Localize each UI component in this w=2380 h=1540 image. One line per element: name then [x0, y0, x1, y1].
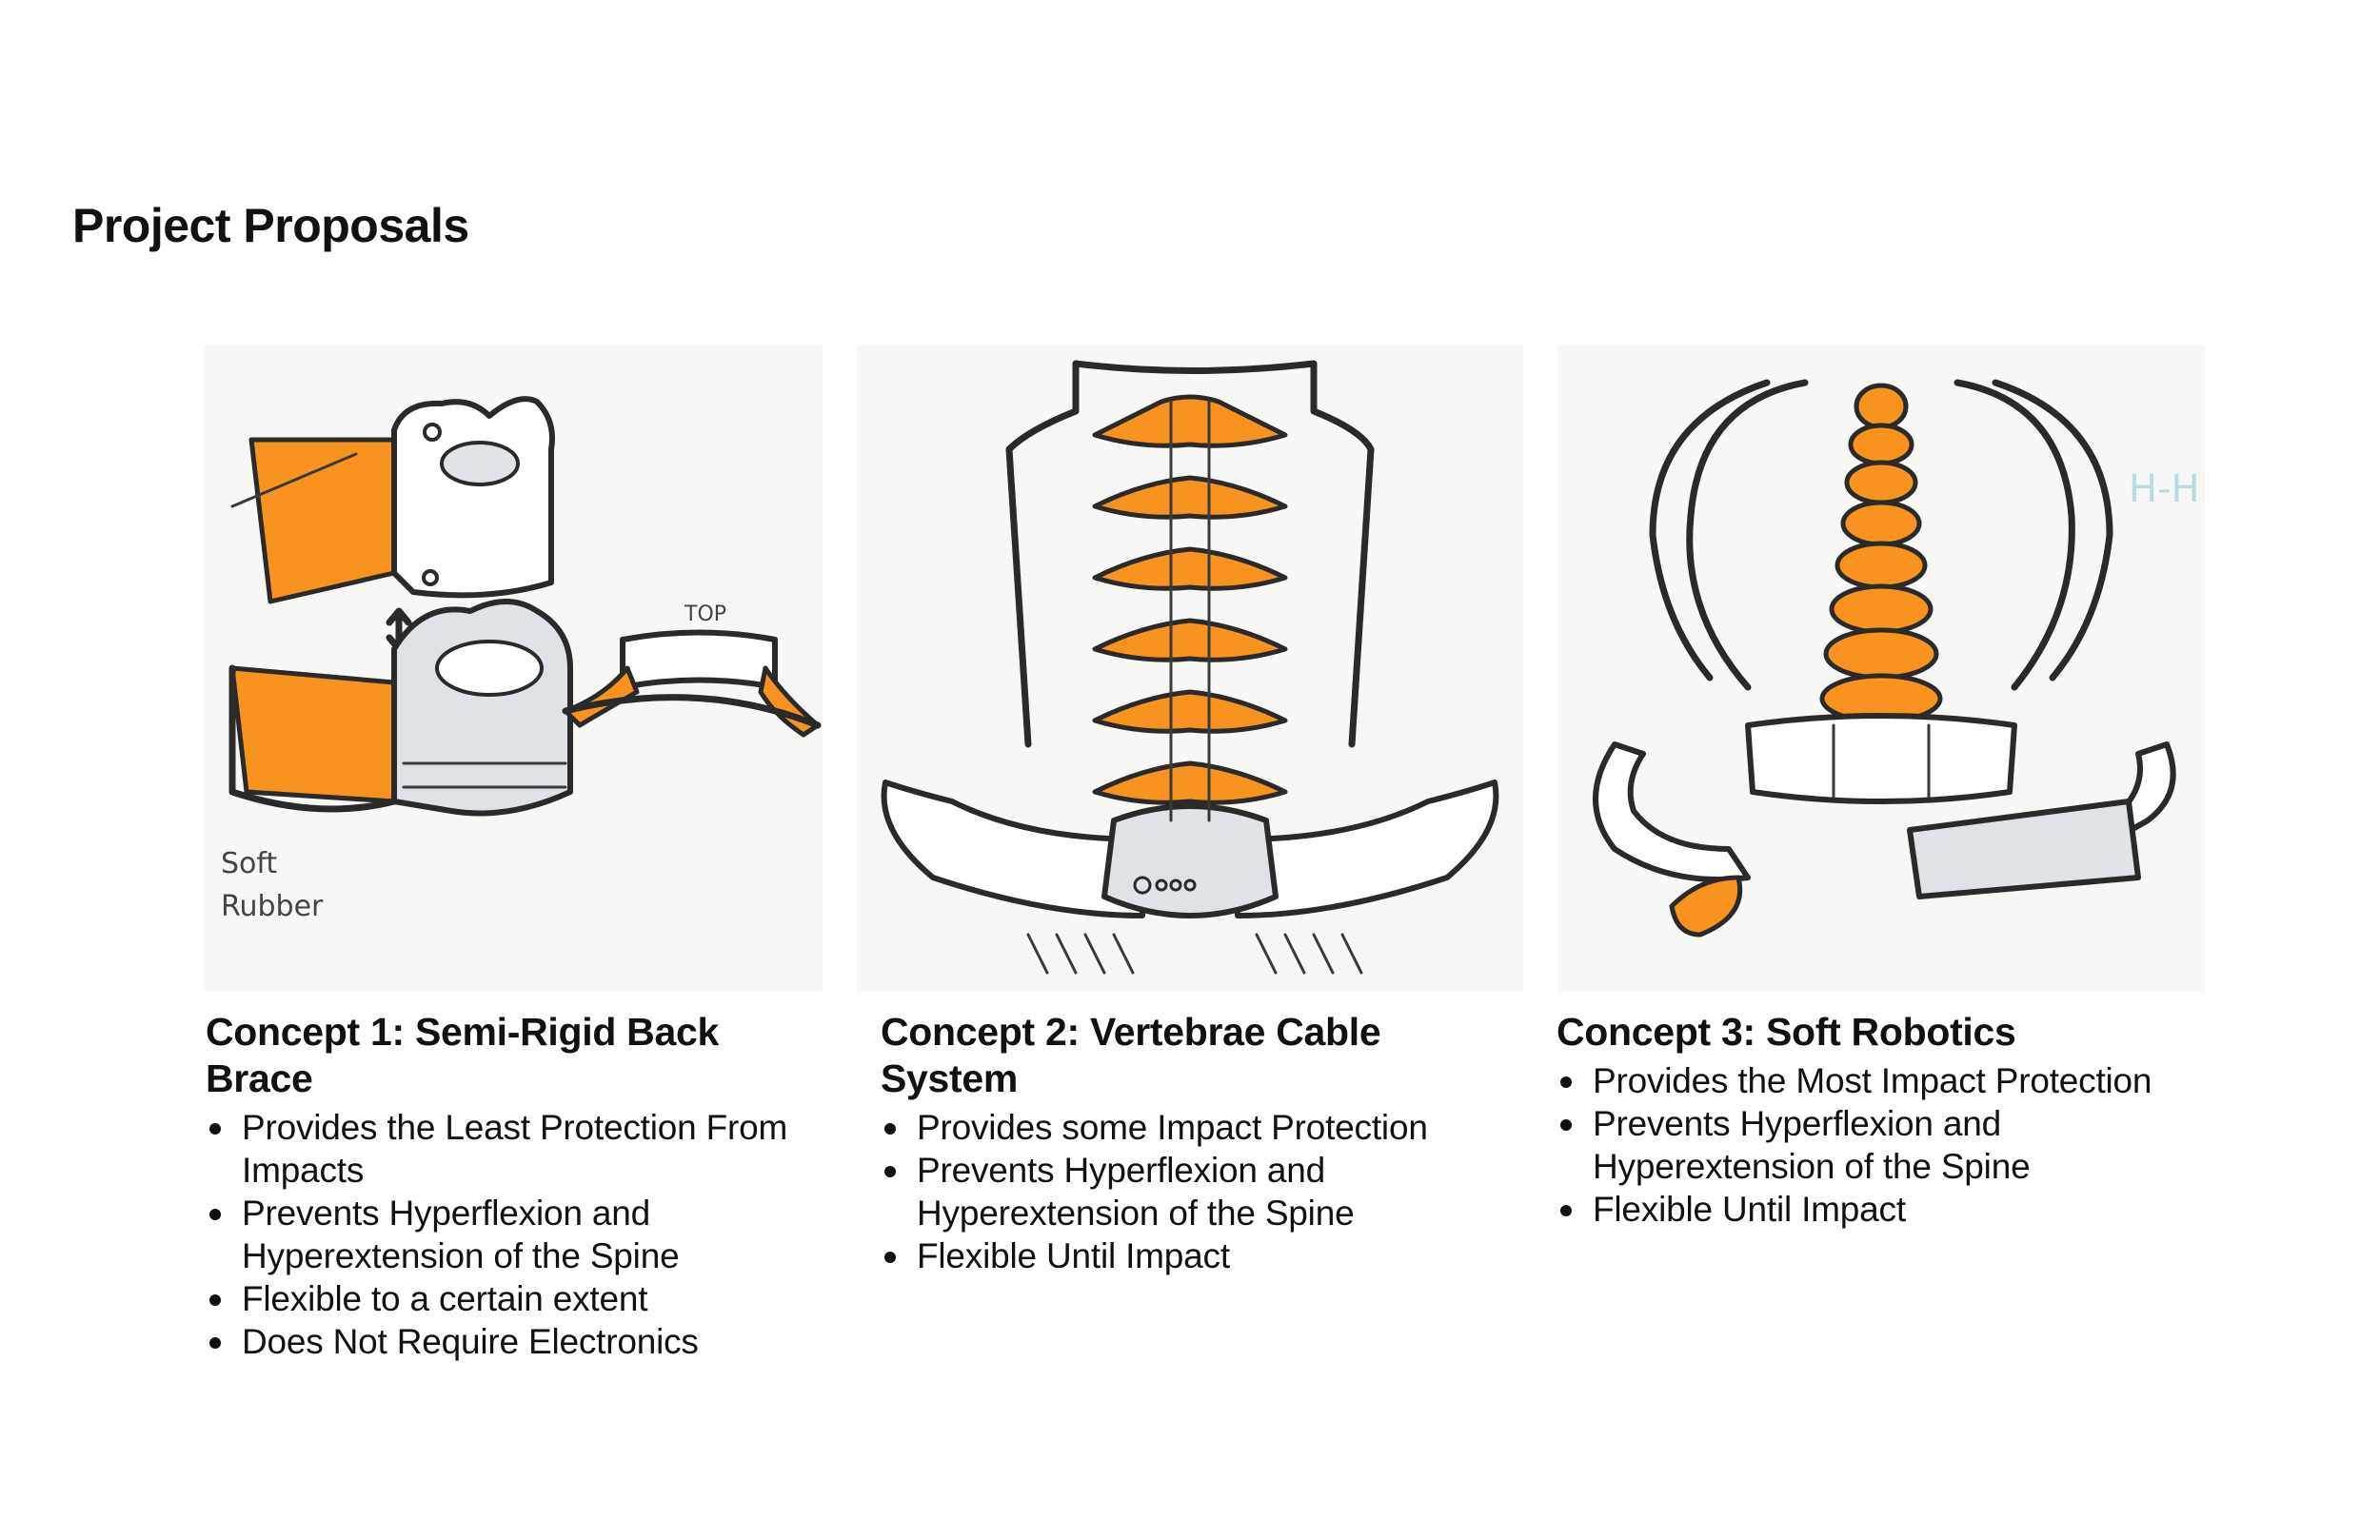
concept-2-sketch: [857, 345, 1523, 992]
belt-buckle-pad: [1907, 799, 2141, 899]
annotation-corner: H-H: [2129, 467, 2200, 511]
waist-belt: [1593, 741, 1751, 882]
concept-3-title: Concept 3: Soft Robotics: [1557, 1010, 2016, 1054]
torso-outline: [1005, 360, 1375, 748]
shoulder-strap-left: [1686, 379, 1809, 691]
vertebrae-stack: [1092, 394, 1288, 822]
concept-3-feature: Provides the Most Impact Protection: [1557, 1059, 2185, 1102]
concept-2-features: Provides some Impact Protection Prevents…: [881, 1106, 1509, 1277]
annotation-rubber: Rubber: [221, 890, 324, 923]
concept-3-features: Provides the Most Impact Protection Prev…: [1557, 1059, 2185, 1231]
concept-2-feature: Prevents Hyperflexion and Hyperextension…: [881, 1149, 1509, 1234]
concept-3-feature: Prevents Hyperflexion and Hyperextension…: [1557, 1102, 2185, 1188]
concept-1-feature: Prevents Hyperflexion and Hyperextension…: [206, 1192, 834, 1277]
annotation-soft: Soft: [221, 847, 277, 880]
concept-1-feature: Provides the Least Protection From Impac…: [206, 1106, 834, 1192]
brace-top-shell: [391, 396, 555, 599]
annotation-top: TOP: [684, 602, 726, 626]
concept-3-card: Concept 3: Soft Robotics Provides the Mo…: [1557, 1009, 2185, 1231]
concept-2-feature: Flexible Until Impact: [881, 1234, 1509, 1277]
vertebrae-cable-drawing: [881, 360, 1499, 975]
waist-belt: [881, 780, 1145, 918]
concept-2-card: Concept 2: Vertebrae Cable System Provid…: [881, 1009, 1509, 1277]
concept-3-feature: Flexible Until Impact: [1557, 1188, 2185, 1231]
page-title: Project Proposals: [72, 199, 469, 252]
concept-1-feature: Flexible to a certain extent: [206, 1277, 834, 1320]
concept-1-card: Concept 1: Semi-Rigid Back Brace Provide…: [206, 1009, 834, 1363]
brace-bottom-shell: [391, 599, 573, 817]
concept-1-title: Concept 1: Semi-Rigid Back Brace: [206, 1010, 719, 1100]
brace-top-orange-panel: [248, 437, 397, 604]
concept-1-feature: Does Not Require Electronics: [206, 1320, 834, 1363]
brace-bottom-orange-panel: [229, 665, 397, 804]
concept-1-sketch: TOP Soft Rubber: [204, 345, 823, 992]
semi-rigid-brace-drawing: TOP Soft Rubber: [221, 396, 822, 923]
soft-robotics-drawing: H-H: [1593, 379, 2200, 938]
concept-3-sketch: H-H: [1557, 345, 2205, 992]
soft-actuator-spine: [1819, 383, 1943, 724]
concept-2-title: Concept 2: Vertebrae Cable System: [881, 1010, 1381, 1100]
control-unit: [1101, 803, 1279, 918]
concept-1-features: Provides the Least Protection From Impac…: [206, 1106, 834, 1363]
concept-2-feature: Provides some Impact Protection: [881, 1106, 1509, 1149]
brace-top-view: [620, 629, 778, 690]
lumbar-pad: [1745, 713, 2017, 804]
shoulder-strap-right: [1954, 379, 2075, 691]
